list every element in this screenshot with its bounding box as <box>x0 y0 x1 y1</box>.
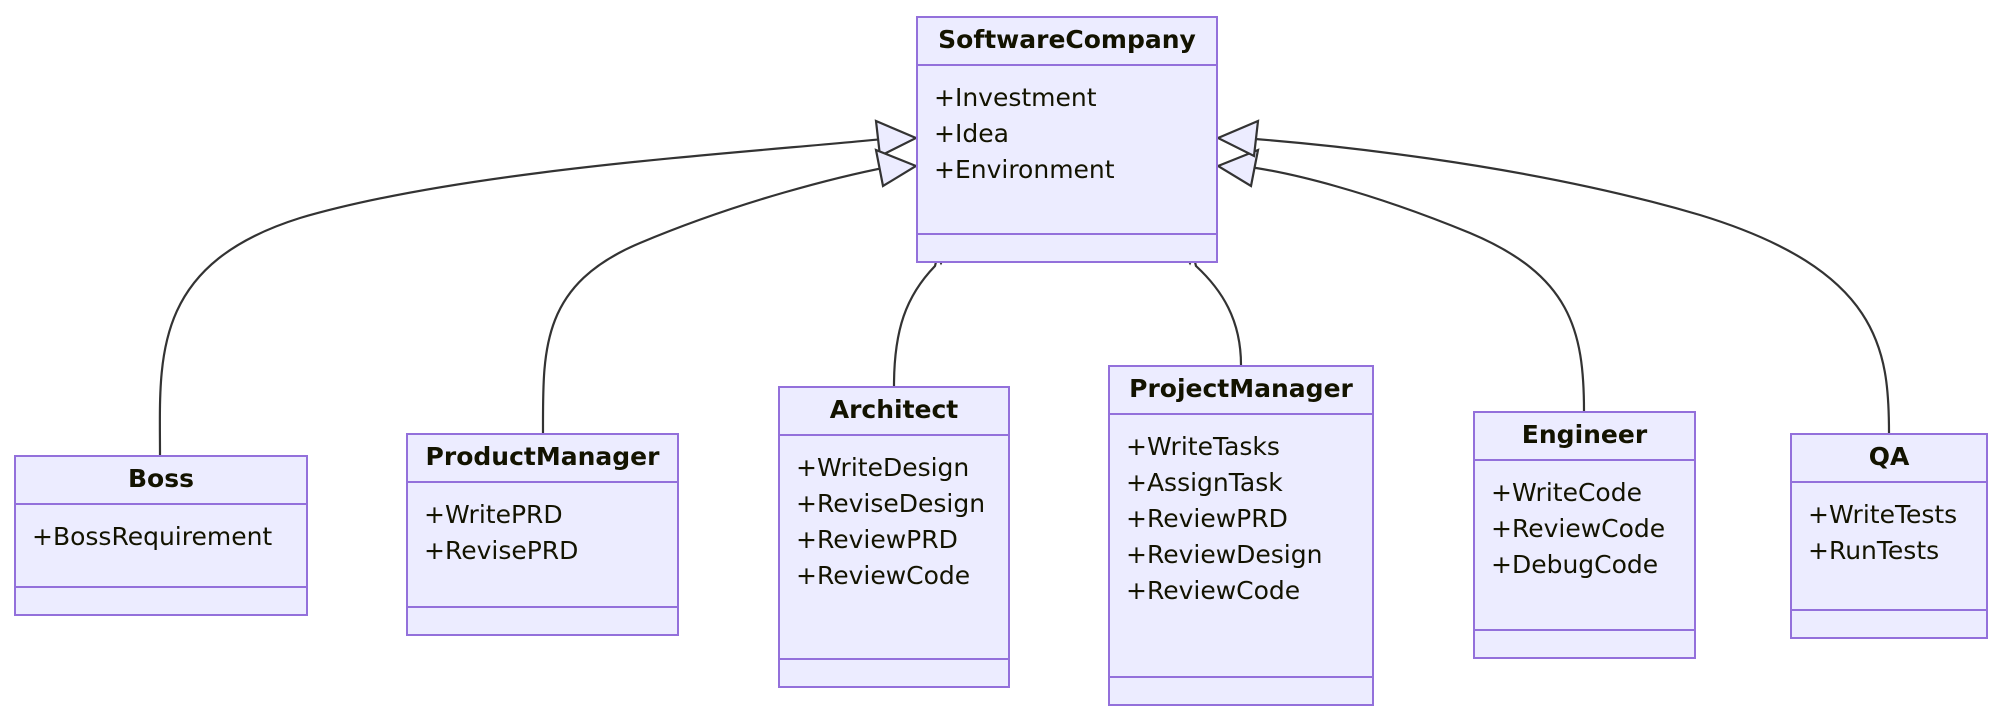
class-divider <box>780 658 1008 660</box>
class-divider <box>16 586 306 588</box>
method-list-engineer <box>1475 631 1694 657</box>
attribute-item: +ReviewPRD <box>796 525 958 554</box>
edge-architect-to-company <box>892 240 943 388</box>
class-node-boss[interactable]: Boss +BossRequirement <box>14 455 308 616</box>
class-divider <box>780 434 1008 436</box>
attribute-list-product-manager: +WritePRD +RevisePRD <box>408 483 677 606</box>
class-divider <box>918 64 1216 66</box>
class-node-architect[interactable]: Architect +WriteDesign +ReviseDesign +Re… <box>778 386 1010 688</box>
attribute-list-qa: +WriteTests +RunTests <box>1792 483 1986 609</box>
attribute-item: +ReviewCode <box>1491 514 1666 543</box>
attribute-item: +WriteDesign <box>796 453 970 482</box>
class-name-product-manager: ProductManager <box>425 442 660 471</box>
attribute-item: +BossRequirement <box>32 522 273 551</box>
class-name-project-manager: ProjectManager <box>1129 374 1353 403</box>
arrowhead-product-manager <box>874 148 919 188</box>
class-divider <box>918 233 1216 235</box>
class-divider <box>408 606 677 608</box>
attribute-item: +WriteTasks <box>1126 432 1280 461</box>
arrowhead-boss <box>874 119 919 158</box>
attribute-item: +Investment <box>934 83 1097 112</box>
attribute-list-engineer: +WriteCode +ReviewCode +DebugCode <box>1475 461 1694 629</box>
class-name-qa: QA <box>1868 442 1910 471</box>
class-name-boss: Boss <box>128 464 194 493</box>
attribute-item: +WriteTests <box>1808 500 1958 529</box>
class-divider <box>1475 629 1694 631</box>
attribute-item: +ReviseDesign <box>796 489 986 518</box>
method-list-software-company <box>918 235 1216 261</box>
class-node-qa[interactable]: QA +WriteTests +RunTests <box>1790 433 1988 639</box>
class-node-engineer[interactable]: Engineer +WriteCode +ReviewCode +DebugCo… <box>1473 411 1696 659</box>
method-list-qa <box>1792 611 1986 637</box>
class-node-software-company[interactable]: SoftwareCompany +Investment +Idea +Envir… <box>916 16 1218 263</box>
class-divider <box>16 503 306 505</box>
attribute-item: +Idea <box>934 119 1009 148</box>
attribute-list-boss: +BossRequirement <box>16 505 306 586</box>
attribute-list-project-manager: +WriteTasks +AssignTask +ReviewPRD +Revi… <box>1110 415 1372 676</box>
class-divider <box>408 481 677 483</box>
class-divider <box>1110 676 1372 678</box>
class-node-project-manager[interactable]: ProjectManager +WriteTasks +AssignTask +… <box>1108 365 1374 706</box>
method-list-project-manager <box>1110 678 1372 704</box>
class-divider <box>1475 459 1694 461</box>
attribute-item: +DebugCode <box>1491 550 1659 579</box>
attribute-item: +ReviewDesign <box>1126 540 1323 569</box>
attribute-item: +AssignTask <box>1126 468 1283 497</box>
attribute-item: +WritePRD <box>424 500 563 529</box>
class-divider <box>1110 413 1372 415</box>
attribute-item: +WriteCode <box>1491 478 1642 507</box>
class-divider <box>1792 609 1986 611</box>
method-list-boss <box>16 588 306 614</box>
attribute-item: +Environment <box>934 155 1115 184</box>
arrowhead-qa <box>1215 119 1260 158</box>
attribute-list-architect: +WriteDesign +ReviseDesign +ReviewPRD +R… <box>780 436 1008 658</box>
arrowhead-engineer <box>1215 148 1260 188</box>
attribute-item: +RunTests <box>1808 536 1940 565</box>
class-name-software-company: SoftwareCompany <box>938 25 1196 54</box>
class-name-engineer: Engineer <box>1521 420 1648 449</box>
class-node-product-manager[interactable]: ProductManager +WritePRD +RevisePRD <box>406 433 679 636</box>
attribute-item: +ReviewPRD <box>1126 504 1288 533</box>
method-list-architect <box>780 660 1008 686</box>
attribute-item: +ReviewCode <box>796 561 971 590</box>
attribute-item: +ReviewCode <box>1126 576 1301 605</box>
class-divider <box>1792 481 1986 483</box>
class-name-architect: Architect <box>829 395 959 424</box>
attribute-list-software-company: +Investment +Idea +Environment <box>918 66 1216 233</box>
attribute-item: +RevisePRD <box>424 536 579 565</box>
method-list-product-manager <box>408 608 677 634</box>
